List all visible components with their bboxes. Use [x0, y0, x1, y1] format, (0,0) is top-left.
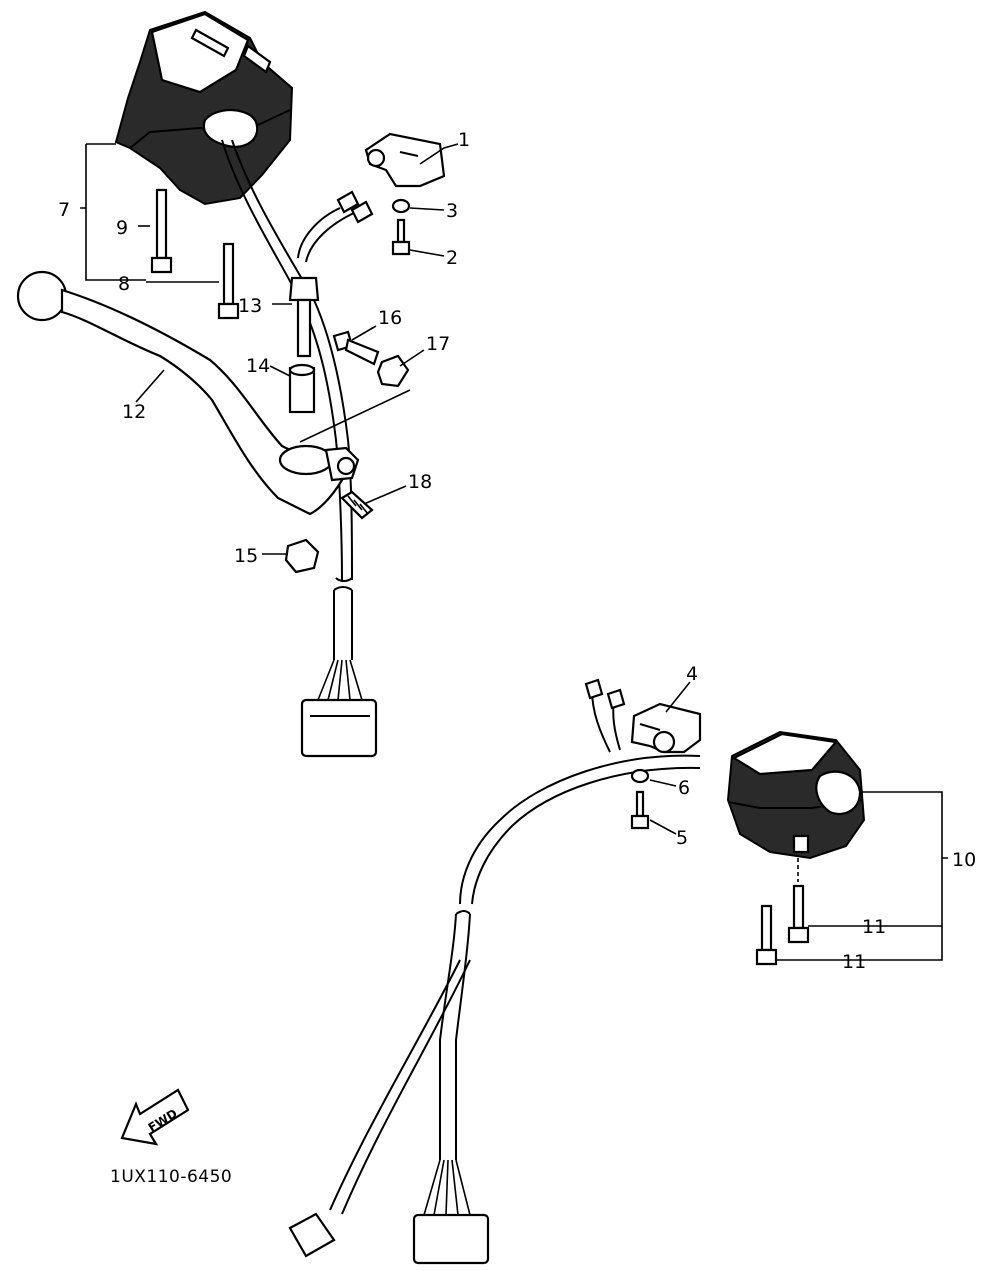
- washer-3: [391, 198, 411, 214]
- screw-8: [217, 242, 240, 320]
- callout-14: 14: [246, 355, 270, 377]
- spring-18: [340, 490, 374, 520]
- fwd-arrow-icon: FWD: [120, 1088, 190, 1146]
- screw-11-lower: [755, 904, 778, 966]
- callout-9: 9: [116, 217, 128, 239]
- left-switch-wire-harness: [221, 139, 378, 758]
- screw-2: [391, 218, 411, 256]
- leader-lines: [80, 143, 948, 961]
- screw-5: [630, 790, 650, 830]
- right-switch-wire-harness: [288, 754, 701, 1265]
- callout-3: 3: [446, 200, 458, 222]
- front-stop-switch: [364, 132, 446, 188]
- collar-14: [288, 363, 316, 414]
- brake-lever: [16, 270, 360, 516]
- callout-6: 6: [678, 777, 690, 799]
- diagram-code: 1UX110-6450: [110, 1167, 232, 1187]
- callout-18: 18: [408, 471, 432, 493]
- right-switch-sub-wires: [584, 678, 626, 753]
- callout-17: 17: [426, 333, 450, 355]
- callout-12: 12: [122, 401, 146, 423]
- callout-11-upper: 11: [862, 916, 886, 938]
- callout-labels: 1 2 3 4 5 6 7 8 9 10 11 11 12 13 14 15 1…: [58, 129, 976, 973]
- callout-2: 2: [446, 247, 458, 269]
- bolt-13: [288, 276, 320, 358]
- screw-11-upper: [787, 884, 810, 944]
- start-switch: [630, 702, 702, 754]
- callout-1: 1: [458, 129, 470, 151]
- nut-15: [284, 538, 320, 574]
- left-switch-housing: [114, 10, 294, 206]
- callout-13: 13: [238, 295, 262, 317]
- callout-11-lower: 11: [842, 951, 866, 973]
- callout-5: 5: [676, 827, 688, 849]
- screw-9: [150, 188, 173, 274]
- nut-17: [376, 354, 410, 388]
- callout-10: 10: [952, 849, 976, 871]
- lever-pivot-axis: [299, 389, 411, 443]
- bolt-16: [332, 330, 380, 366]
- callout-16: 16: [378, 307, 402, 329]
- right-switch-housing: [726, 730, 866, 860]
- callout-15: 15: [234, 545, 258, 567]
- callout-4: 4: [686, 663, 698, 685]
- left-switch-sub-wires: [297, 190, 374, 263]
- washer-6: [630, 768, 650, 784]
- callout-7: 7: [58, 199, 70, 221]
- callout-8: 8: [118, 273, 130, 295]
